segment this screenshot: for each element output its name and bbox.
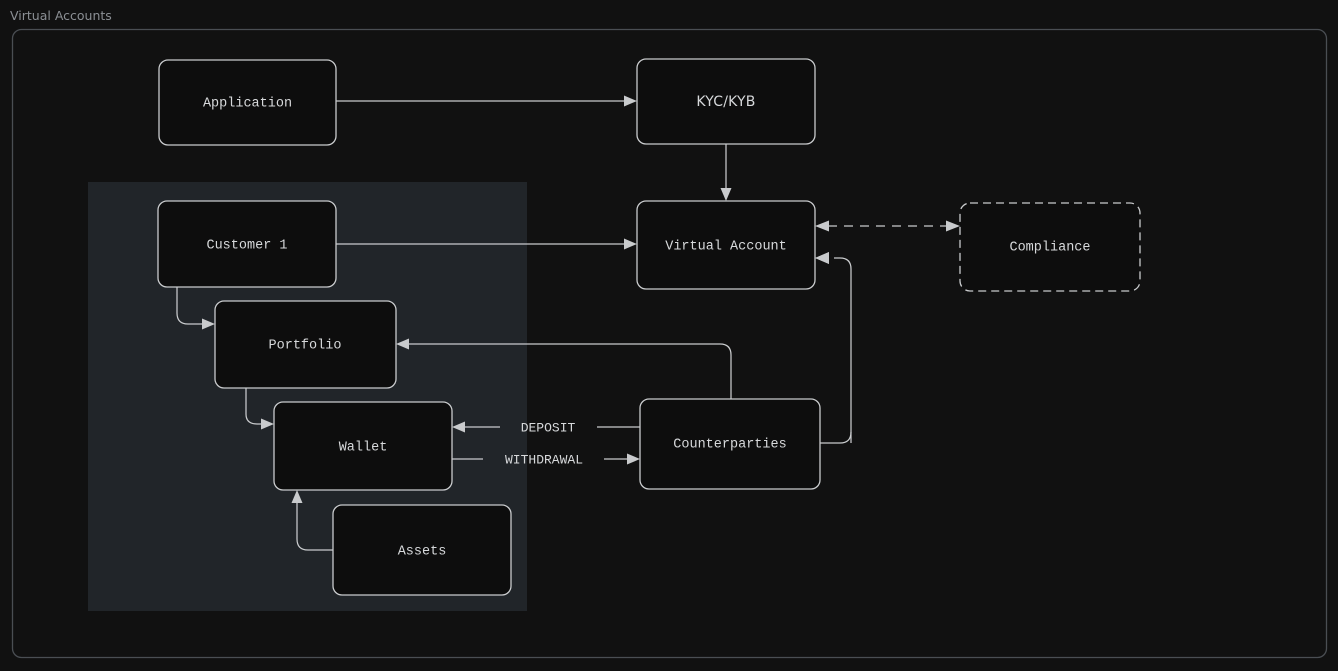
node-application[interactable]: Application xyxy=(158,59,337,146)
edge-virtual-to-counterparties xyxy=(815,252,852,443)
edge-assets-to-wallet xyxy=(291,490,333,551)
arrowhead-right xyxy=(624,95,637,107)
node-virtual-account-label: Virtual Account xyxy=(665,240,787,255)
arrowhead-down xyxy=(720,188,732,201)
edge-wallet-to-counterparties-withdrawal: WITHDRAWAL xyxy=(452,452,640,467)
arrowhead-right xyxy=(624,238,637,250)
node-kyc-kyb[interactable]: KYC/KYB xyxy=(636,58,816,145)
node-portfolio-box[interactable] xyxy=(214,300,397,389)
node-wallet[interactable]: Wallet xyxy=(273,401,453,491)
edge-counterparties-to-portfolio xyxy=(396,338,732,399)
arrowhead-left xyxy=(815,220,829,232)
arrowhead-left xyxy=(452,421,465,433)
edge-virtual-to-compliance xyxy=(815,220,960,232)
edge-customer1-to-portfolio xyxy=(176,287,215,330)
arrowhead-left-shared xyxy=(815,252,829,264)
node-assets-label: Assets xyxy=(398,545,447,560)
edge-label-deposit: DEPOSIT xyxy=(521,420,576,435)
node-assets[interactable]: Assets xyxy=(332,504,512,596)
edge-label-withdrawal: WITHDRAWAL xyxy=(505,452,583,467)
node-customer-1-box[interactable] xyxy=(157,200,337,288)
node-compliance-label: Compliance xyxy=(1009,241,1090,256)
node-application-box[interactable] xyxy=(158,59,337,146)
frame-border xyxy=(11,28,1328,659)
node-application-label: Application xyxy=(203,97,292,112)
arrowhead-right xyxy=(946,220,960,232)
node-compliance-box[interactable] xyxy=(959,202,1141,292)
node-portfolio-label: Portfolio xyxy=(269,339,342,354)
arrowhead-right xyxy=(202,318,215,330)
node-portfolio[interactable]: Portfolio xyxy=(214,300,397,389)
node-counterparties-label: Counterparties xyxy=(673,438,786,453)
arrowhead-left xyxy=(396,338,409,350)
edge-portfolio-to-wallet xyxy=(245,388,274,430)
edge-customer1-to-virtual xyxy=(336,238,637,250)
node-kyc-kyb-label: KYC/KYB xyxy=(696,94,755,110)
node-customer-1[interactable]: Customer 1 xyxy=(157,200,337,288)
node-counterparties[interactable]: Counterparties xyxy=(639,398,821,490)
node-wallet-box[interactable] xyxy=(273,401,453,491)
node-wallet-label: Wallet xyxy=(339,441,388,456)
arrowhead-up xyxy=(291,490,303,503)
node-kyc-kyb-box[interactable] xyxy=(636,58,816,145)
node-compliance[interactable]: Compliance xyxy=(959,202,1141,292)
edge-application-to-kyc xyxy=(336,95,637,107)
node-counterparties-box[interactable] xyxy=(639,398,821,490)
node-customer-1-label: Customer 1 xyxy=(206,239,287,254)
arrowhead-right xyxy=(627,453,640,465)
frame-title: Virtual Accounts xyxy=(10,8,112,23)
node-virtual-account-box[interactable] xyxy=(636,200,816,290)
node-assets-box[interactable] xyxy=(332,504,512,596)
arrowhead-right xyxy=(261,418,274,430)
node-virtual-account[interactable]: Virtual Account xyxy=(636,200,816,290)
edge-kyc-to-virtual xyxy=(720,144,732,201)
edge-counterparties-to-wallet-deposit: DEPOSIT xyxy=(452,420,640,435)
